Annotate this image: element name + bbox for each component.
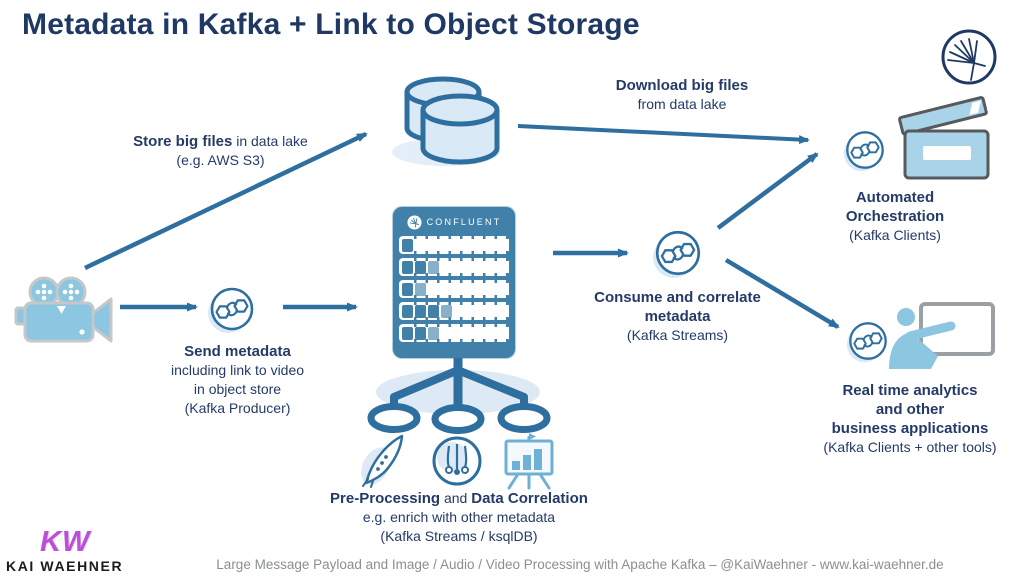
confluent-spark-icon bbox=[941, 29, 997, 85]
message-cell bbox=[428, 326, 439, 340]
realtime-analytics-label: Real time analytics and other business a… bbox=[823, 382, 997, 455]
arrow-store-to-lake bbox=[84, 131, 368, 271]
arrow-consumer-to-orchestration bbox=[716, 152, 819, 230]
video-camera-icon bbox=[14, 276, 113, 343]
send-metadata-label: Send metadata including link to video in… bbox=[170, 343, 305, 416]
download-big-files-label: Download big files from data lake bbox=[615, 77, 749, 112]
topic-row bbox=[399, 280, 509, 298]
message-cell bbox=[402, 238, 413, 252]
kai-waehner-monogram: KW bbox=[40, 526, 91, 558]
confluent-broker-box: CONFLUENT bbox=[393, 207, 515, 358]
message-cell bbox=[402, 304, 413, 318]
kafka-client-analytics-icon bbox=[845, 322, 887, 364]
topic-row bbox=[399, 302, 509, 320]
confluent-box-header: CONFLUENT bbox=[399, 212, 509, 232]
message-cell bbox=[415, 304, 426, 318]
object-storage-icon bbox=[392, 76, 500, 166]
slide-title: Metadata in Kafka + Link to Object Stora… bbox=[22, 8, 640, 41]
message-cell bbox=[402, 282, 413, 296]
fanout-tree bbox=[367, 356, 551, 434]
footer-credit: Large Message Payload and Image / Audio … bbox=[216, 557, 944, 572]
arrow-download-from-lake bbox=[517, 124, 810, 145]
message-cell bbox=[415, 282, 426, 296]
topic-row bbox=[399, 236, 509, 254]
kai-waehner-wordmark: KAI WAEHNER bbox=[6, 558, 124, 574]
kafka-producer-icon bbox=[206, 287, 254, 335]
message-cell bbox=[441, 304, 452, 318]
message-cell bbox=[402, 260, 413, 274]
ksqldb-icon bbox=[432, 436, 482, 486]
message-cell bbox=[428, 304, 439, 318]
preprocessing-label: Pre-Processing and Data Correlation e.g.… bbox=[330, 490, 588, 544]
topic-row bbox=[399, 258, 509, 276]
confluent-rows bbox=[399, 236, 509, 342]
presentation-chart-icon bbox=[504, 433, 554, 490]
kafka-streams-icon bbox=[651, 230, 701, 280]
store-big-files-label: Store big files in data lake (e.g. AWS S… bbox=[133, 133, 308, 168]
automated-orchestration-label: Automated Orchestration (Kafka Clients) bbox=[845, 189, 945, 243]
arrow-consumer-to-analytics bbox=[724, 258, 840, 329]
message-cell bbox=[415, 260, 426, 274]
analytics-person-icon bbox=[889, 302, 995, 369]
consume-metadata-label: Consume and correlate metadata (Kafka St… bbox=[594, 289, 761, 343]
message-cell bbox=[428, 260, 439, 274]
clapperboard-icon bbox=[898, 87, 1024, 180]
confluent-mini-spark-icon bbox=[407, 214, 422, 230]
kafka-client-orchestration-icon bbox=[842, 131, 884, 173]
rocket-icon bbox=[361, 434, 404, 488]
message-cell bbox=[415, 326, 426, 340]
message-cell bbox=[402, 326, 413, 340]
confluent-brand-label: CONFLUENT bbox=[426, 217, 502, 227]
topic-row bbox=[399, 324, 509, 342]
